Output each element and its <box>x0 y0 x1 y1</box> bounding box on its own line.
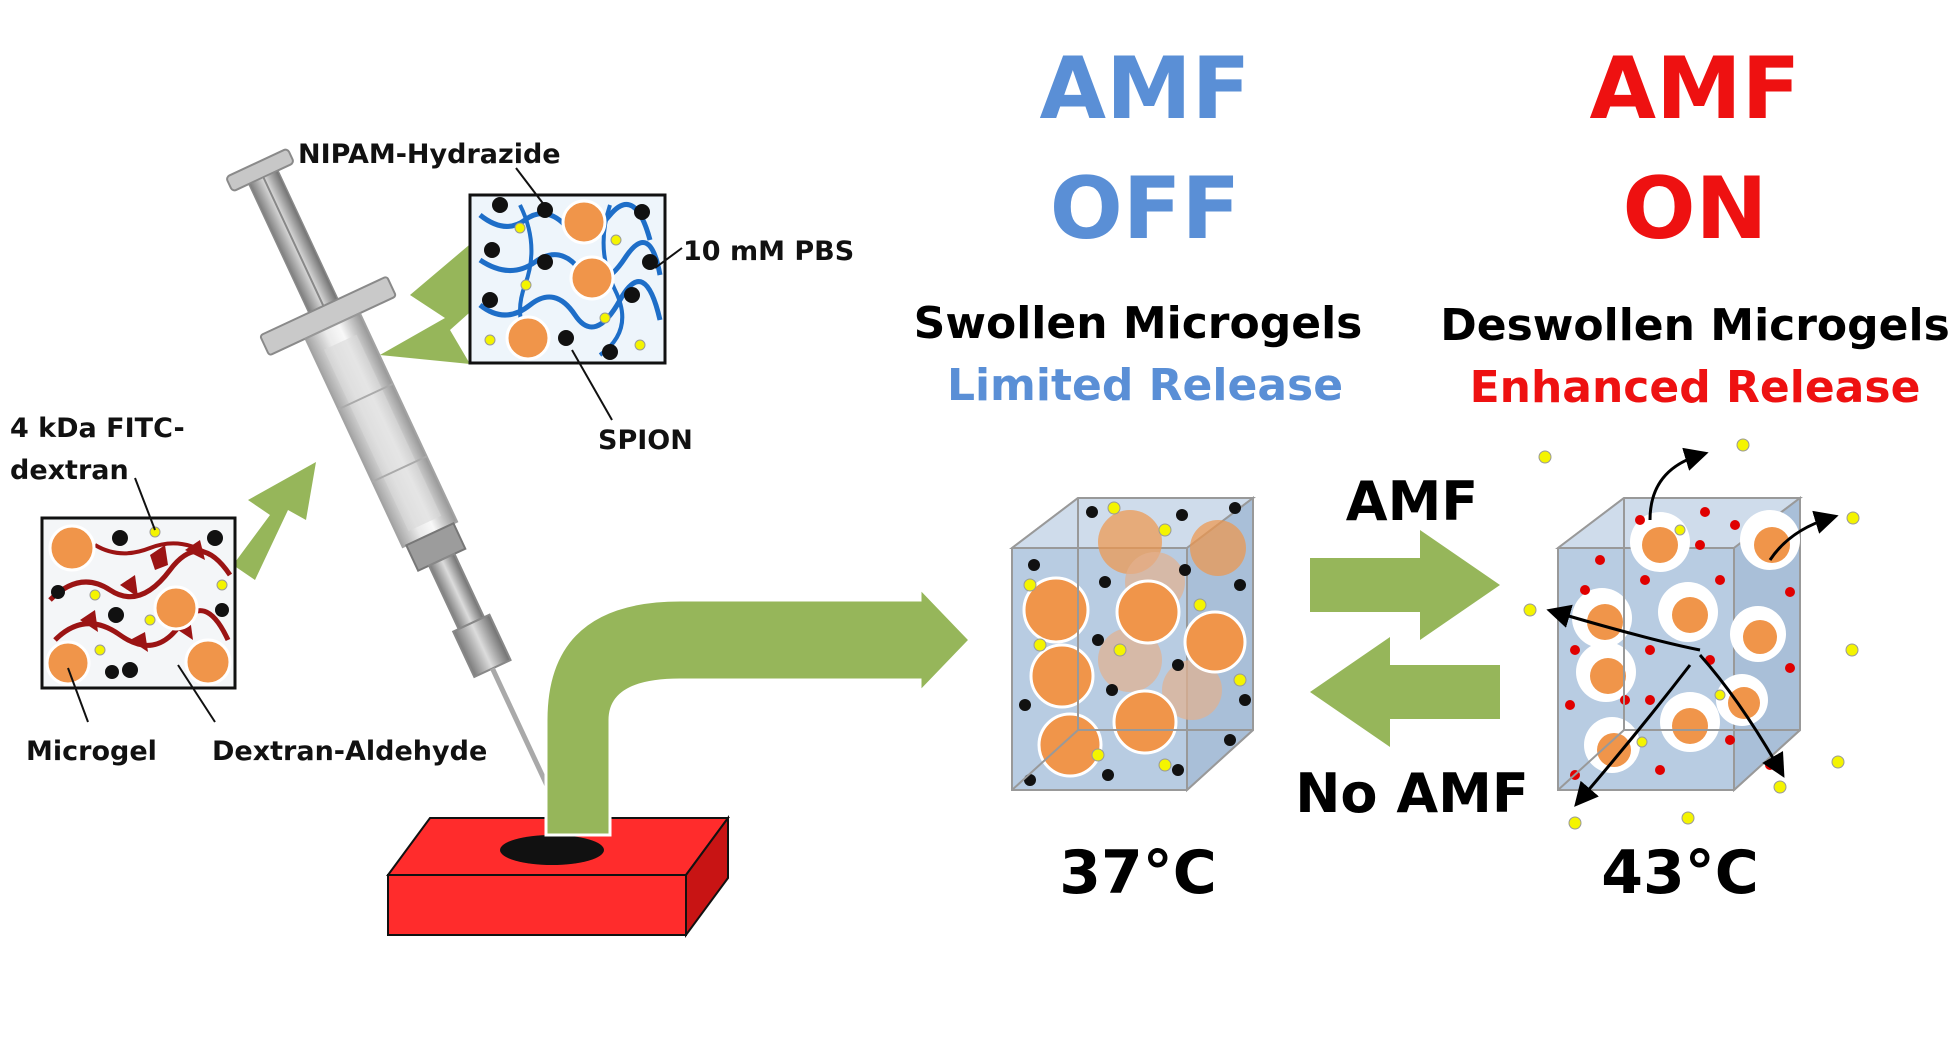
release-enhanced: Enhanced Release <box>1470 362 1921 413</box>
inset-nipam-spion <box>468 193 667 365</box>
title-amf-on-line1: AMF <box>1590 39 1801 139</box>
pointer-line <box>515 167 549 211</box>
cube-deswollen-microgels <box>1523 438 1860 830</box>
pointer-line <box>177 664 216 723</box>
temperature-on: 43°C <box>1601 838 1759 908</box>
label-amf-forward: AMF <box>1346 470 1478 533</box>
pointer-line <box>134 477 156 531</box>
arrow-amf-forward <box>1310 530 1500 640</box>
title-amf-off-line2: OFF <box>1050 159 1241 259</box>
title-amf-on-line2: ON <box>1622 159 1767 259</box>
pointer-line <box>571 349 613 421</box>
cube-swollen-microgels <box>1009 495 1256 793</box>
process-arrow <box>233 462 316 580</box>
label-spion: SPION <box>598 425 693 456</box>
title-amf-off-line1: AMF <box>1040 39 1251 139</box>
temperature-off: 37°C <box>1059 838 1217 908</box>
label-dextran-aldehyde: Dextran-Aldehyde <box>212 736 487 767</box>
label-microgel: Microgel <box>26 736 157 767</box>
inset-microgel-dextran <box>40 516 237 690</box>
state-deswollen: Deswollen Microgels <box>1440 300 1950 351</box>
label-fitc-line1: 4 kDa FITC- <box>10 413 185 444</box>
arrow-no-amf-reverse <box>1310 637 1500 747</box>
implant-site-block <box>386 814 730 939</box>
label-no-amf: No AMF <box>1295 762 1529 825</box>
label-fitc-line2: dextran <box>10 455 129 486</box>
process-arrow <box>544 584 973 837</box>
pointer-line <box>654 247 683 269</box>
state-swollen: Swollen Microgels <box>914 298 1363 349</box>
pointer-line <box>67 667 89 723</box>
label-pbs: 10 mM PBS <box>683 236 854 267</box>
label-nipam-hydrazide: NIPAM-Hydrazide <box>298 139 561 170</box>
release-limited: Limited Release <box>947 360 1343 411</box>
